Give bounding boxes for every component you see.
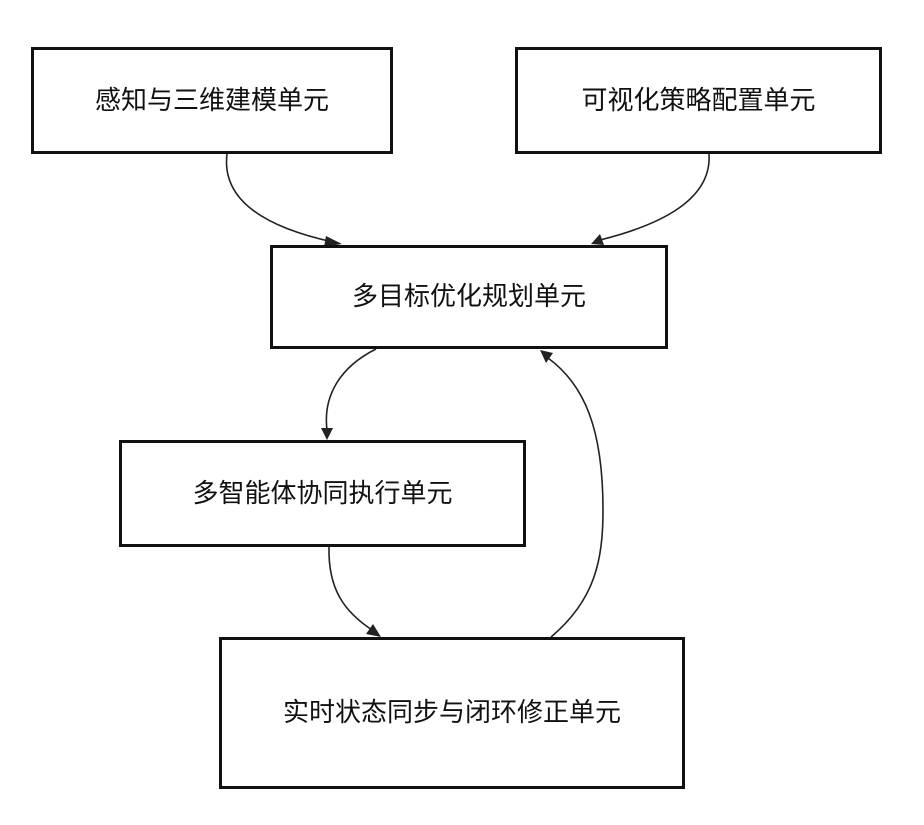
edge-sync-to-planning: [548, 358, 603, 637]
perception-modeling-unit-box: 感知与三维建模单元: [31, 47, 393, 154]
multi-objective-planning-unit-label: 多目标优化规划单元: [352, 274, 586, 320]
edge-visual-to-planning: [600, 154, 709, 240]
visual-strategy-config-unit-label: 可视化策略配置单元: [581, 78, 815, 124]
edge-execution-to-sync: [329, 547, 372, 630]
visual-strategy-config-unit-box: 可视化策略配置单元: [515, 47, 882, 154]
realtime-sync-correction-unit-label: 实时状态同步与闭环修正单元: [283, 690, 621, 736]
multi-objective-planning-unit-box: 多目标优化规划单元: [270, 245, 668, 349]
realtime-sync-correction-unit-box: 实时状态同步与闭环修正单元: [219, 637, 685, 789]
arrowhead-execution-to-sync: [366, 624, 381, 637]
multi-agent-execution-unit-label: 多智能体协同执行单元: [192, 471, 452, 517]
perception-modeling-unit-label: 感知与三维建模单元: [95, 78, 329, 124]
arrowhead-planning-to-execution: [321, 428, 333, 440]
edge-perception-to-planning: [227, 154, 333, 242]
multi-agent-execution-unit-box: 多智能体协同执行单元: [119, 440, 526, 547]
edge-planning-to-execution: [326, 349, 376, 430]
